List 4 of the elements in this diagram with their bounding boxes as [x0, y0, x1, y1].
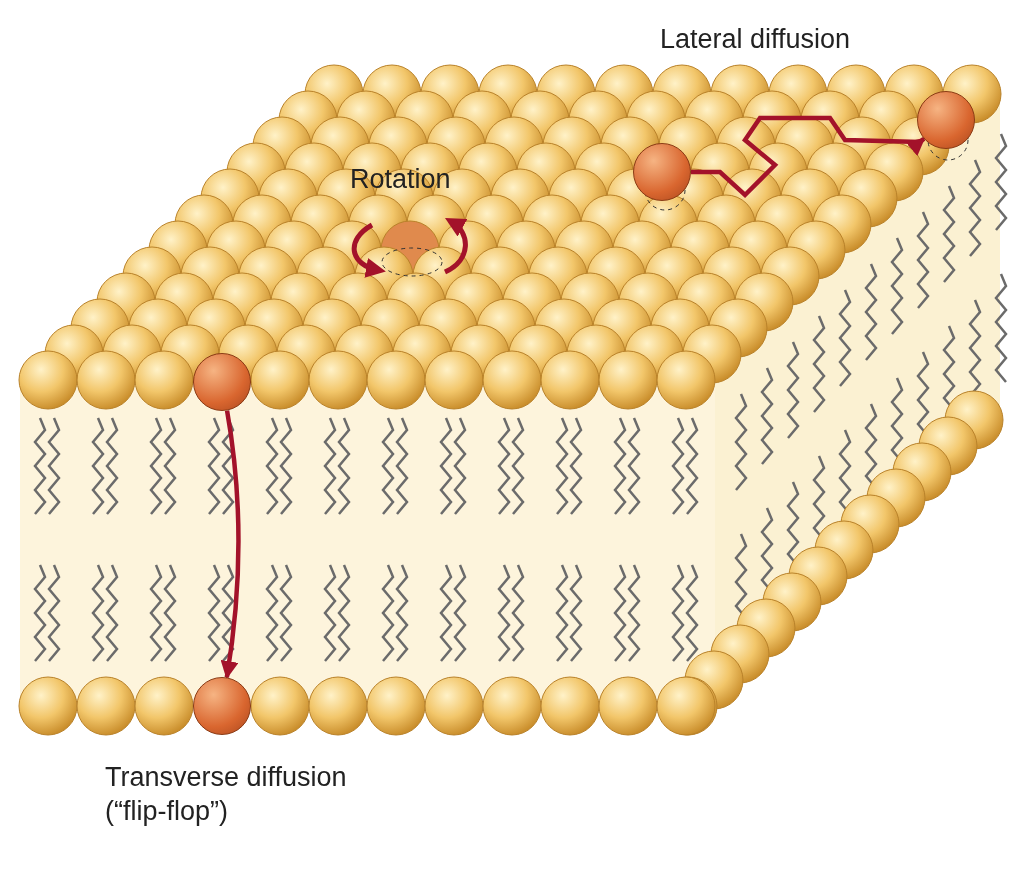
process-label: Lateral diffusion: [660, 23, 851, 56]
process-label: Transverse diffusion (“flip-flop”): [105, 761, 348, 828]
process-label: Rotation: [350, 163, 451, 196]
arrow: [220, 410, 241, 680]
